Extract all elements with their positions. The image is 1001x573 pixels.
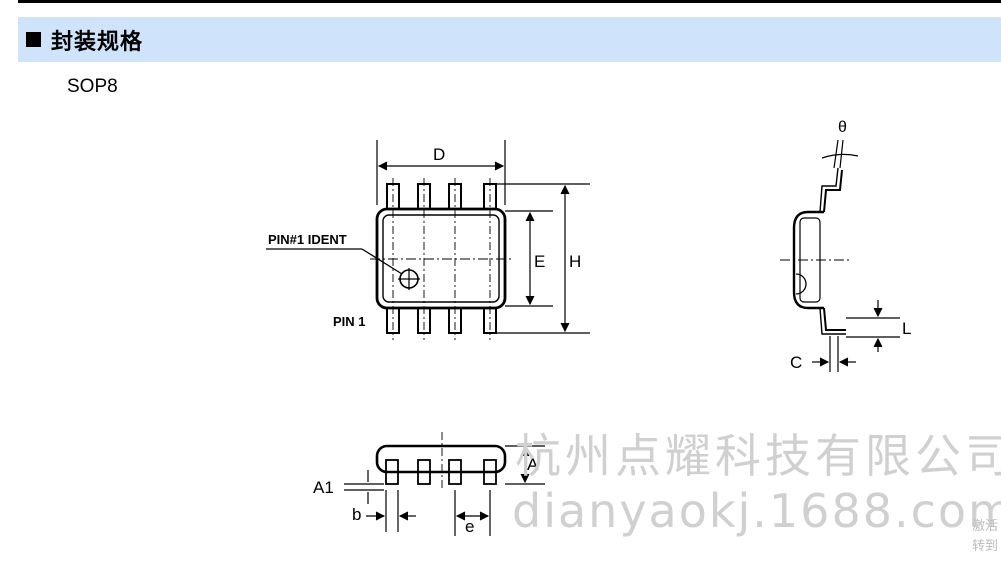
watermark-company: 杭州点耀科技有限公司 <box>515 429 1001 483</box>
bullet-square-icon <box>26 32 41 47</box>
dim-label-E: E <box>534 252 545 271</box>
dim-label-D: D <box>433 145 445 164</box>
dim-label-b: b <box>352 505 361 524</box>
dim-label-A1: A1 <box>313 478 334 497</box>
package-name: SOP8 <box>67 76 118 97</box>
dim-label-C: C <box>790 353 802 372</box>
section-header: 封装规格 <box>18 17 1001 62</box>
pin1-label: PIN 1 <box>333 314 366 329</box>
dim-label-L: L <box>902 319 911 338</box>
watermark-side-text: 激活 转到 <box>972 517 998 557</box>
dim-label-e: e <box>465 517 474 536</box>
watermark-site: dianyaokj.1688.com <box>512 484 1001 538</box>
watermark-side-line-1: 激活 <box>972 519 999 534</box>
watermark-side-line-2: 转到 <box>972 539 999 554</box>
dim-label-A: A <box>527 455 539 474</box>
section-title: 封装规格 <box>51 29 144 55</box>
top-border-line <box>18 0 1001 3</box>
pin1-ident-label: PIN#1 IDENT <box>268 232 347 247</box>
dim-label-H: H <box>569 252 581 271</box>
dim-label-theta: θ <box>838 119 847 136</box>
